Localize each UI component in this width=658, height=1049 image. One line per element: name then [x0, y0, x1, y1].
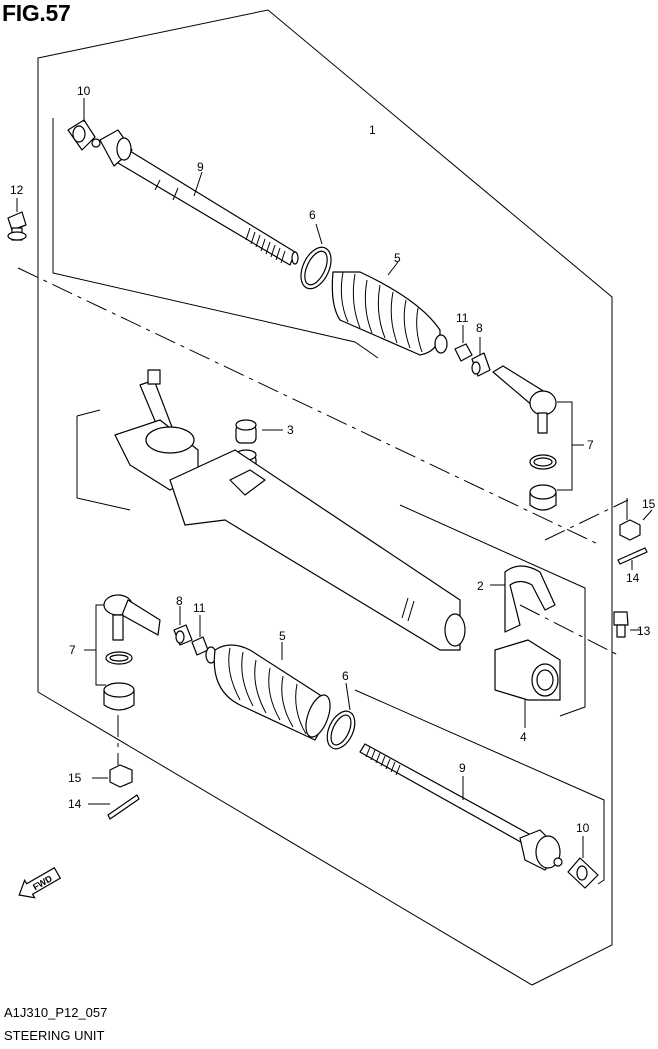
callout-7-upper: 7 [587, 438, 594, 452]
callout-3: 3 [287, 423, 294, 437]
rack-group-bracket [76, 416, 131, 511]
lock-nut-8-lower [173, 624, 193, 646]
callout-5-upper: 5 [394, 251, 401, 265]
bushing-4 [494, 639, 561, 701]
tie-rod-end-7-upper [492, 365, 557, 511]
callout-14-upper: 14 [626, 571, 640, 585]
bolt-13 [613, 611, 629, 638]
upper-group-bracket [52, 118, 379, 359]
drawing-code: A1J310_P12_057 [4, 1005, 108, 1020]
leader-dashed-12 [17, 267, 601, 546]
nut-15-upper [619, 519, 641, 541]
rack-boot-5-lower [205, 644, 331, 741]
callout-11-upper: 11 [456, 311, 469, 325]
callout-14-lower: 14 [68, 797, 82, 811]
callout-6-upper: 6 [309, 208, 316, 222]
callout-4: 4 [520, 730, 527, 744]
assembly-frame [37, 9, 613, 986]
callout-7-lower: 7 [69, 643, 76, 657]
callout-10-upper: 10 [77, 84, 91, 98]
boot-clamp-6-upper [300, 246, 332, 290]
callout-8-upper: 8 [476, 321, 483, 335]
washer-10-lower [567, 857, 599, 889]
callout-15-upper: 15 [642, 497, 656, 511]
tie-rod-end-7-lower [103, 594, 161, 711]
callout-11-lower: 11 [193, 601, 206, 615]
callout-8-lower: 8 [176, 594, 183, 608]
washer-10-upper [67, 119, 96, 151]
lower-group-bracket [354, 689, 605, 885]
callout-6-lower: 6 [342, 669, 349, 683]
callout-1: 1 [369, 123, 376, 137]
callout-9-lower: 9 [459, 761, 466, 775]
callout-9-upper: 9 [197, 160, 204, 174]
callout-15-lower: 15 [68, 771, 82, 785]
nut-11-upper [454, 343, 473, 362]
drawing-name: STEERING UNIT [4, 1028, 105, 1043]
nut-11-lower [191, 636, 209, 656]
cotter-pin-14-lower [107, 794, 140, 820]
rack-boot-5-upper [331, 271, 448, 356]
bolt-12 [7, 211, 27, 241]
mount-bracket-right [399, 504, 586, 717]
tie-rod-9-lower [359, 743, 563, 871]
steering-gear-housing [114, 369, 466, 651]
boot-clamp-6-lower [326, 710, 356, 750]
callout-10-lower: 10 [576, 821, 590, 835]
lock-nut-8-upper [471, 352, 491, 377]
callout-13: 13 [637, 624, 651, 638]
cotter-pin-14-upper [617, 547, 648, 565]
clamp-bracket-2 [504, 565, 556, 633]
leader-dashed-13 [519, 604, 619, 656]
fwd-direction-arrow: FWD [18, 866, 62, 899]
figure-title: FIG.57 [2, 0, 71, 26]
callout-5-lower: 5 [279, 629, 286, 643]
leader-dashed-15a [544, 499, 629, 541]
tie-rod-9-upper [91, 129, 299, 266]
callout-12: 12 [10, 183, 24, 197]
nut-15-lower [109, 764, 133, 788]
callout-2: 2 [477, 579, 484, 593]
